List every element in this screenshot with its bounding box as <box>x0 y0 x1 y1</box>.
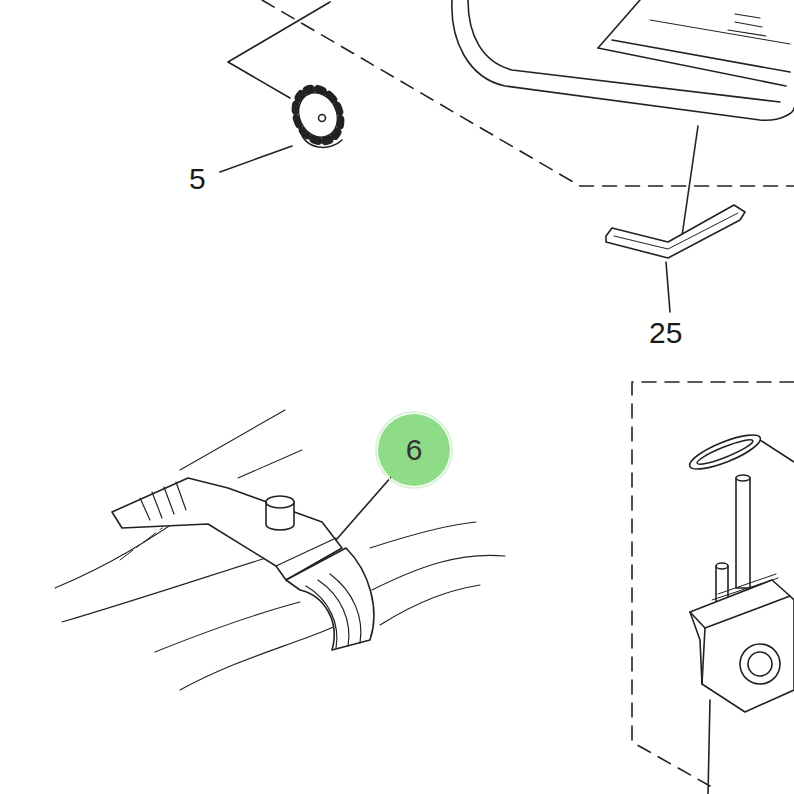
callout-number: 6 <box>406 435 423 465</box>
callout-circle: 6 <box>375 411 453 489</box>
callout-number: 25 <box>649 318 682 348</box>
circle-fill <box>378 414 450 486</box>
circle-halo <box>376 412 452 488</box>
callout-number: 5 <box>189 164 206 194</box>
